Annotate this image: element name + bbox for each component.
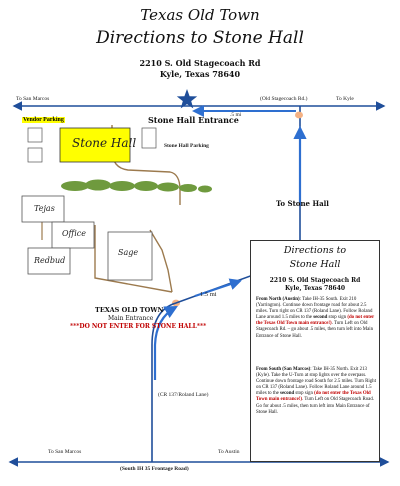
south-text-3: . Turn Left on Old Stagecoach Road. Go f… <box>256 397 375 415</box>
tejas-building <box>21 195 65 223</box>
to-kyle-label: To Kyle <box>336 96 354 102</box>
south-text-1: : Take IH-35 North. Exit 213 (Kyle). Tak… <box>256 367 376 397</box>
frontage-road-label: (South IH 35 Frontage Road) <box>120 466 189 472</box>
stop-sign-marker-icon <box>295 111 303 119</box>
south-heading: From South (San Marcos) <box>256 367 311 372</box>
redbud-building <box>27 247 71 275</box>
directions-from-south: From South (San Marcos): Take IH-35 Nort… <box>256 367 376 416</box>
tejas-label: Tejas <box>34 204 55 213</box>
stone-hall-building-label: Stone Hall <box>72 136 137 150</box>
stone-hall-parking-lot <box>141 127 157 149</box>
redbud-label: Redbud <box>34 256 66 265</box>
vendor-parking-label: Vendor Parking <box>22 117 65 123</box>
office-label: Office <box>62 229 86 238</box>
old-stagecoach-label: (Old Stagecoach Rd.) <box>260 96 308 102</box>
bottom-to-san-marcos-label: To San Marcos <box>48 449 82 455</box>
directions-from-north: From North (Austin): Take IH-35 South. E… <box>256 297 376 340</box>
panel-address-street: 2210 S. Old Stagecoach Rd <box>269 277 361 284</box>
route-arrow-roland <box>153 305 178 380</box>
panel-address-city: Kyle, Texas 78640 <box>284 285 346 292</box>
north-second: second <box>313 315 328 321</box>
directions-panel: Directions to Stone Hall 2210 S. Old Sta… <box>250 240 380 462</box>
distance-one-half-mile: 1.5 mi <box>200 291 217 298</box>
panel-title-line2: Stone Hall <box>289 259 341 270</box>
sage-label: Sage <box>118 248 139 257</box>
parking-lot <box>27 127 43 143</box>
stone-hall-building <box>59 127 131 163</box>
page-subtitle: Directions to Stone Hall <box>96 28 304 48</box>
internal-path <box>94 225 173 293</box>
main-entrance-sub: Main Entrance <box>108 315 154 322</box>
tree-line <box>61 179 212 193</box>
main-entrance-name: TEXAS OLD TOWN <box>95 306 164 314</box>
roland-lane <box>151 257 301 462</box>
to-austin-label: To Austin <box>218 449 240 455</box>
main-entrance-warning: ***DO NOT ENTER FOR STONE HALL*** <box>70 323 207 330</box>
north-warning: (do not enter the Texas Old Town main en… <box>256 315 375 327</box>
office-building <box>51 221 95 249</box>
south-second: second <box>280 391 295 397</box>
cr-137-label: (CR 137/Roland Lane) <box>158 392 209 398</box>
south-text-2: stop sign <box>294 391 315 397</box>
page-title: Texas Old Town <box>140 6 260 24</box>
parking-lot <box>27 147 43 163</box>
stone-hall-star-icon <box>176 89 198 109</box>
north-text-3: . Turn Left on Old Stagecoach Rd. – go a… <box>256 321 374 339</box>
distance-half-mile: .5 mi <box>230 112 242 118</box>
address-city: Kyle, Texas 78640 <box>159 69 241 79</box>
to-san-marcos-label: To San Marcos <box>16 96 50 102</box>
stone-hall-parking-label: Stone Hall Parking <box>164 143 209 149</box>
internal-path <box>149 229 173 293</box>
sage-building <box>107 231 153 281</box>
stone-hall-entrance-label: Stone Hall Entrance <box>148 115 239 125</box>
north-text-2: stop sign <box>327 315 348 321</box>
north-text-1: : Take IH-35 South. Exit 210 (Yarrington… <box>256 297 373 321</box>
address-street: 2210 S. Old Stagecoach Rd <box>139 58 261 68</box>
route-arrow-east <box>194 278 242 297</box>
north-heading: From North (Austin) <box>256 297 300 302</box>
panel-title-line1: Directions to <box>283 245 347 256</box>
south-warning: (do not enter the Texas Old Town main en… <box>256 391 371 403</box>
to-stone-hall-label: To Stone Hall <box>276 199 329 208</box>
